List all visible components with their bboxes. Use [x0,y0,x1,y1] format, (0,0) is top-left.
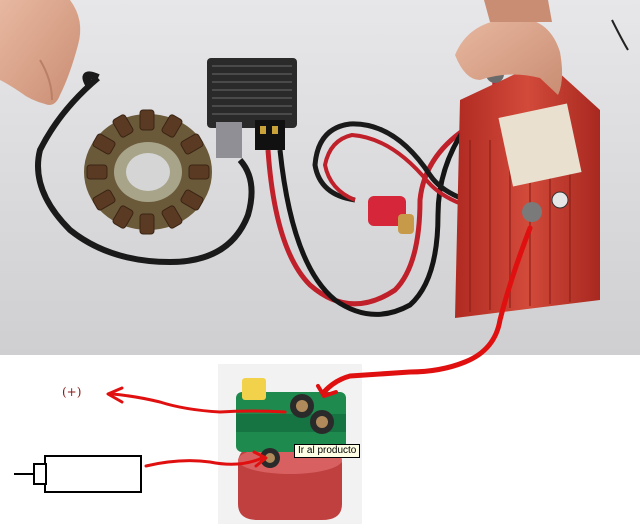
left-hand [0,0,81,105]
positive-terminal-label: (+) [62,385,82,399]
stator-lead-wire [35,75,255,266]
regulator-rectifier [207,58,297,158]
solenoid-fuse [242,378,266,400]
stator-coil [84,109,212,235]
right-hand [455,18,563,95]
product-link-tooltip[interactable]: Ir al producto [294,444,361,458]
charging-system-photo [0,0,640,355]
battery [455,60,600,318]
